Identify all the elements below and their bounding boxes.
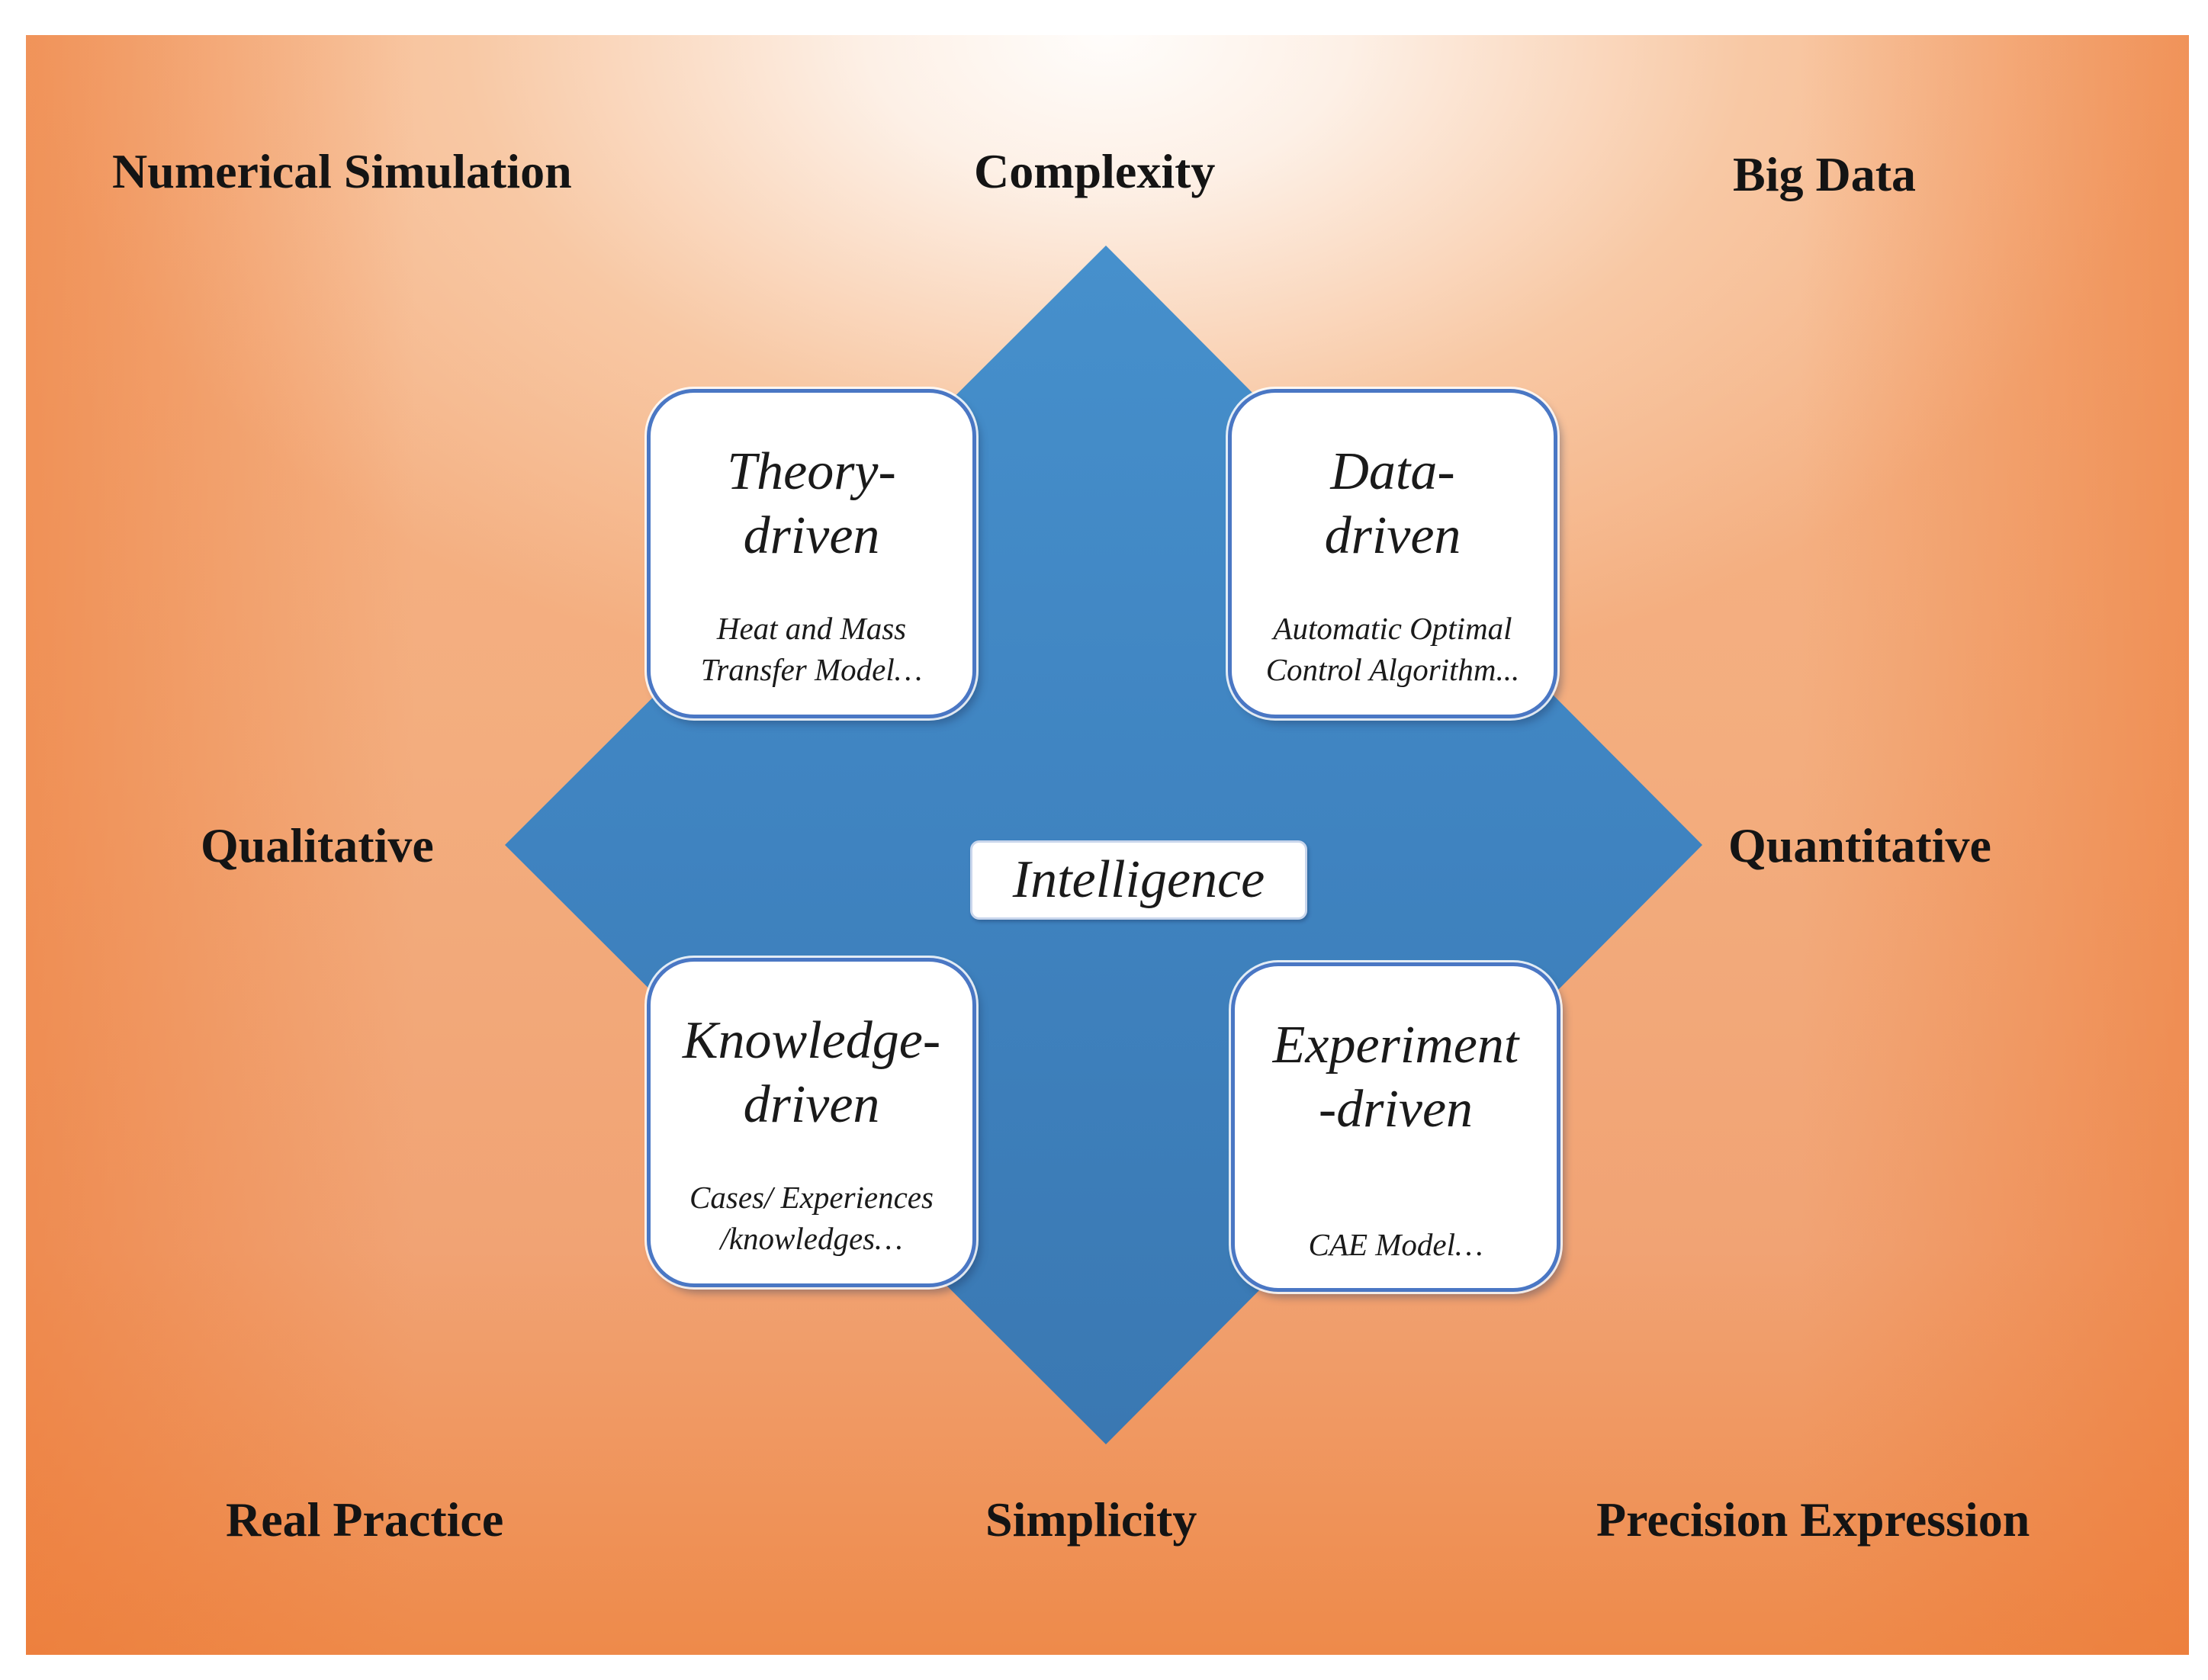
corner-big-data: Big Data <box>1733 147 1916 201</box>
quadrant-subtitle: CAE Model… <box>1308 1227 1483 1262</box>
axis-complexity: Complexity <box>974 144 1216 198</box>
quadrant-title: Data- driven <box>1324 442 1461 565</box>
axis-quantitative: Quantitative <box>1728 818 1991 872</box>
quadrant-subtitle: Automatic Optimal Control Algorithm... <box>1265 611 1520 687</box>
corner-real-practice: Real Practice <box>226 1492 504 1547</box>
axis-qualitative: Qualitative <box>201 818 434 872</box>
quadrant-data-driven: Data- driven Automatic Optimal Control A… <box>1228 389 1557 718</box>
quadrant-title: Experiment -driven <box>1272 1016 1519 1139</box>
diagram-canvas: Numerical Simulation Complexity Big Data… <box>26 35 2189 1655</box>
quadrant-subtitle: Cases/ Experiences /knowledges… <box>689 1180 934 1256</box>
quadrant-experiment-driven: Experiment -driven CAE Model… <box>1231 962 1560 1292</box>
quadrant-title: Theory- driven <box>727 442 896 565</box>
quadrant-subtitle: Heat and Mass Transfer Model… <box>700 611 923 687</box>
intelligence-label: Intelligence <box>970 840 1307 920</box>
axis-simplicity: Simplicity <box>985 1492 1197 1547</box>
corner-numerical-simulation: Numerical Simulation <box>112 144 572 198</box>
quadrant-knowledge-driven: Knowledge- driven Cases/ Experiences /kn… <box>647 958 976 1287</box>
quadrant-theory-driven: Theory- driven Heat and Mass Transfer Mo… <box>647 389 976 718</box>
corner-precision-expression: Precision Expression <box>1596 1492 2030 1547</box>
quadrant-title: Knowledge- driven <box>682 1011 941 1134</box>
